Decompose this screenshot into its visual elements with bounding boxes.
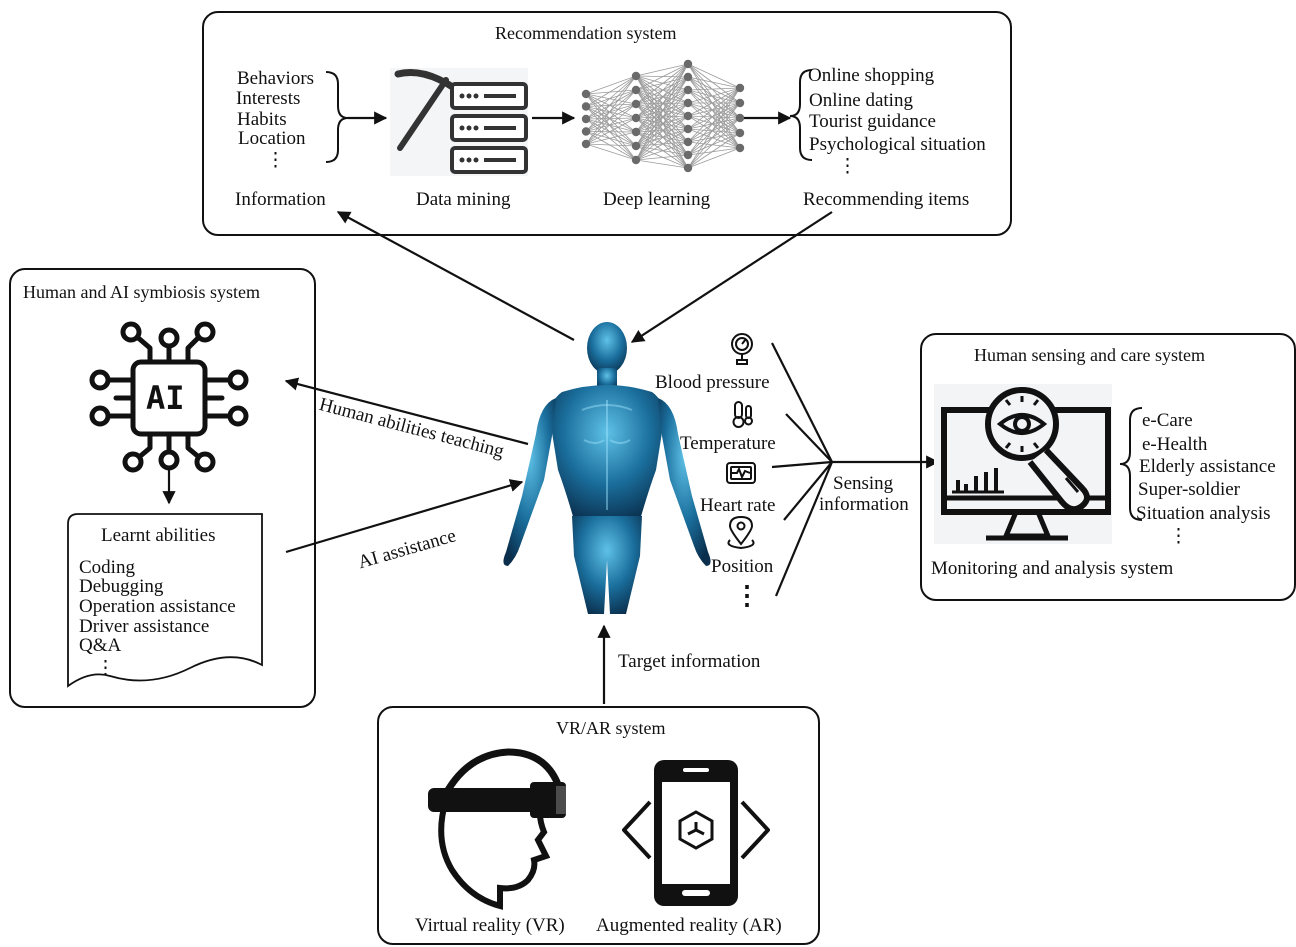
recommend-item: Online shopping [808,65,935,86]
care-item: e-Care [1142,410,1193,431]
human-body-figure [503,322,711,614]
vr-ar-system-title: VR/AR system [556,718,666,738]
vr-headset-icon [428,748,566,910]
learnt-abilities-title: Learnt abilities [101,525,216,546]
data-mining-icon [390,68,528,176]
blood-pressure-icon [731,333,753,365]
care-item: Super-soldier [1138,479,1240,500]
care-item: Situation analysis [1136,503,1271,524]
information-label: Information [235,189,326,210]
sensing-care-system-title: Human sensing and care system [974,345,1205,365]
recommending-items-label: Recommending items [803,189,970,210]
sensing-items-brace [1119,407,1143,521]
ar-phone-icon [622,760,770,906]
sensor-label-position: Position [711,556,774,577]
care-ellipsis: ⋮ [1169,526,1188,547]
info-item: Location [238,128,306,149]
monitoring-system-icon [934,384,1112,544]
human-body-highlights [581,400,633,510]
ability-item: Driver assistance [79,616,210,637]
sensing-lines [771,342,834,597]
target-information-label: Target information [618,651,761,672]
monitoring-analysis-label: Monitoring and analysis system [931,558,1174,579]
data-mining-label: Data mining [416,189,511,210]
sensing-information-label-line2: information [819,494,909,515]
sensor-label-blood-pressure: Blood pressure [655,372,770,393]
care-item: e-Health [1142,434,1208,455]
recommendation-system-title: Recommendation system [495,23,677,43]
recommend-item: Psychological situation [809,134,986,155]
info-item: Habits [237,109,287,130]
info-brace [325,71,349,163]
recommend-item: Tourist guidance [809,111,936,132]
arrow-human-to-information [336,211,575,341]
position-icon [727,515,755,550]
ability-item: Operation assistance [79,596,236,617]
sensor-ellipsis: ⋮ [734,581,760,610]
abilities-ellipsis: ⋮ [96,658,115,679]
info-ellipsis: ⋮ [266,150,285,171]
info-item: Behaviors [237,68,315,89]
recommend-ellipsis: ⋮ [838,156,857,177]
ar-label: Augmented reality (AR) [596,915,782,936]
temperature-icon [732,401,753,428]
ai-chip-text: AI [146,379,185,417]
vr-ar-system-panel [377,706,820,945]
deep-learning-label: Deep learning [603,189,711,210]
arrow-teaching [284,377,529,446]
items-brace [789,69,813,161]
vr-label: Virtual reality (VR) [415,915,565,936]
ability-item: Coding [79,557,135,578]
info-item: Interests [236,88,301,109]
learnt-abilities-document [67,513,263,688]
arrow-ai-assistance [285,479,524,554]
heart-rate-icon [726,462,756,484]
ability-item: Debugging [79,576,164,597]
sensing-information-label-line1: Sensing [833,473,894,494]
neural-network-icon [581,59,745,173]
sensor-label-temperature: Temperature [680,433,776,454]
ai-chip-icon [105,333,233,461]
ai-chip-nodes [89,321,249,473]
ability-item: Q&A [79,635,122,656]
recommend-item: Online dating [809,90,913,111]
symbiosis-system-title: Human and AI symbiosis system [23,282,260,302]
sensor-label-heart-rate: Heart rate [700,495,776,516]
arrow-recommend-to-human [630,211,833,343]
care-item: Elderly assistance [1139,456,1276,477]
